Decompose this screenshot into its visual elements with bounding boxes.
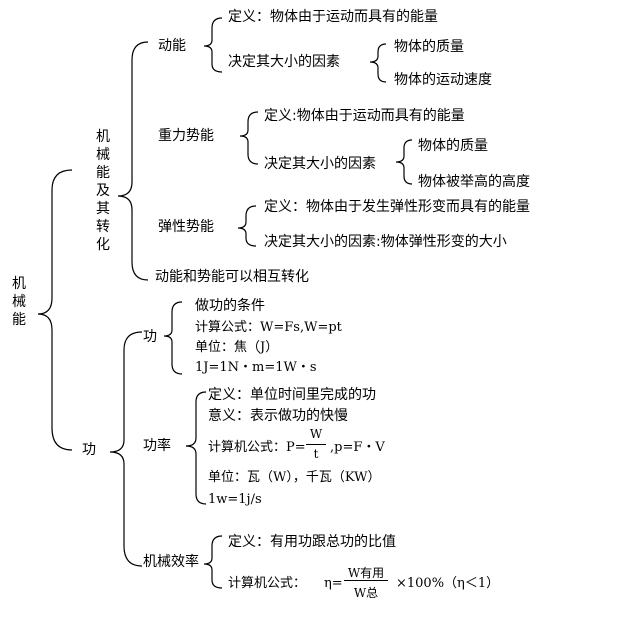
gravity-label: 重力势能 xyxy=(158,128,214,144)
power-formula-suffix: ,p=F・V xyxy=(330,440,385,455)
work-condition: 做功的条件 xyxy=(195,298,265,314)
mech-label: 机械能及其转化 xyxy=(96,129,110,253)
work-label: 功 xyxy=(143,329,157,345)
root-label: 机械能 xyxy=(12,276,26,328)
kinetic-def: 定义：物体由于运动而具有的能量 xyxy=(228,9,438,25)
efficiency-brace xyxy=(203,535,223,589)
efficiency-formula-suffix: ×100%（η＜1） xyxy=(396,576,500,591)
kinetic-brace xyxy=(203,17,223,73)
gravity-factors: 决定其大小的因素 xyxy=(264,156,376,172)
work-branch-label: 功 xyxy=(82,442,96,458)
gravity-factor-2: 物体被举高的高度 xyxy=(418,174,530,190)
mech-brace xyxy=(117,41,149,281)
power-brace xyxy=(185,391,207,505)
power-formula-prefix: 计算机公式：P= xyxy=(208,440,306,455)
kinetic-factor-1: 物体的质量 xyxy=(394,39,464,55)
work-brace xyxy=(109,331,143,567)
power-def: 定义：单位时间里完成的功 xyxy=(208,387,376,403)
efficiency-eta: η= xyxy=(324,576,343,591)
gravity-factor-brace xyxy=(395,139,413,185)
work-formula: 计算公式：W=Fs,W=pt xyxy=(195,320,342,335)
kinetic-factors: 决定其大小的因素 xyxy=(228,54,340,70)
work-conversion: 1J=1N・m=1W・s xyxy=(195,360,317,375)
elastic-brace xyxy=(237,205,257,247)
gravity-factor-1: 物体的质量 xyxy=(418,138,488,154)
kinetic-factor-brace xyxy=(369,43,387,83)
power-formula-denominator: t xyxy=(313,447,319,461)
efficiency-label: 机械效率 xyxy=(143,554,199,570)
power-meaning: 意义：表示做功的快慢 xyxy=(208,408,348,424)
gravity-def: 定义:物体由于运动而具有的能量 xyxy=(264,108,465,124)
elastic-def: 定义：物体由于发生弹性形变而具有的能量 xyxy=(264,199,530,215)
elastic-label: 弹性势能 xyxy=(158,219,214,235)
work-unit: 单位：焦（J） xyxy=(195,340,279,355)
power-unit: 单位：瓦（W），千瓦（KW） xyxy=(208,470,381,485)
root-brace xyxy=(37,169,73,451)
work-sub-brace xyxy=(163,301,183,375)
convert-text: 动能和势能可以相互转化 xyxy=(155,269,309,285)
efficiency-denominator: W总 xyxy=(353,586,379,600)
efficiency-def: 定义：有用功跟总功的比值 xyxy=(228,534,396,550)
power-formula-numerator: W xyxy=(309,427,323,441)
kinetic-label: 动能 xyxy=(158,38,186,54)
power-fraction-bar xyxy=(306,444,326,445)
efficiency-formula-prefix: 计算机公式： xyxy=(228,576,307,591)
efficiency-numerator: W有用 xyxy=(347,566,385,580)
elastic-factors: 决定其大小的因素:物体弹性形变的大小 xyxy=(264,234,507,250)
gravity-brace xyxy=(239,111,259,165)
kinetic-factor-2: 物体的运动速度 xyxy=(394,72,492,88)
power-label: 功率 xyxy=(143,438,171,454)
power-conversion: 1w=1j/s xyxy=(208,492,262,507)
efficiency-fraction-bar xyxy=(344,580,388,581)
